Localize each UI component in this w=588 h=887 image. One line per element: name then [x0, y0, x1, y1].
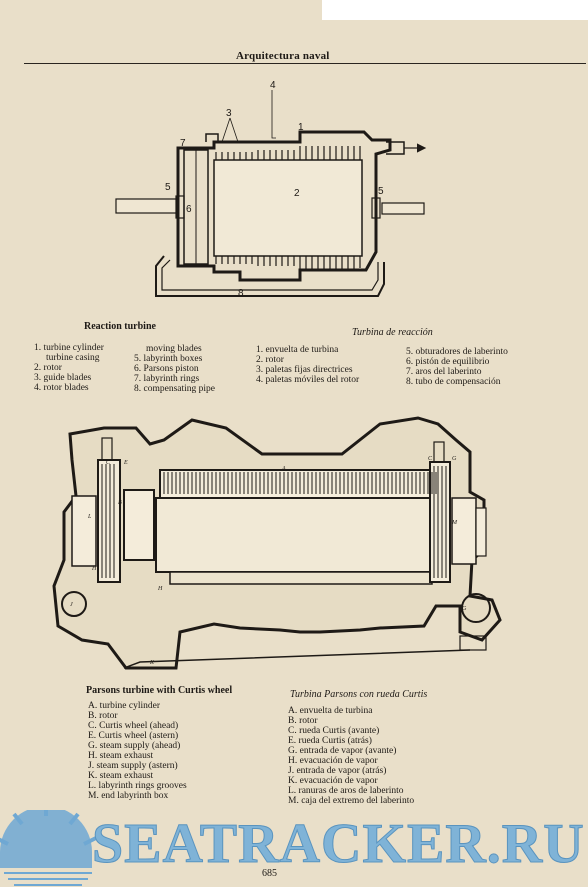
legend-item: 7. aros del laberinto	[406, 367, 482, 377]
legend-item: E. rueda Curtis (atrás)	[288, 736, 372, 746]
legend-item: A. turbine cylinder	[88, 701, 161, 711]
callout-C-left: C	[106, 460, 111, 466]
callout-5-right: 5	[378, 186, 384, 197]
callout-3: 3	[226, 108, 232, 119]
callout-B: B	[118, 500, 122, 506]
legend-item: K. evacuación de vapor	[288, 776, 378, 786]
watermark-text: SEATRACKER.RU	[92, 813, 585, 876]
legend-item: 6. Parsons piston	[134, 364, 199, 374]
callout-E: E	[123, 460, 128, 466]
legend-item: 2. rotor	[256, 355, 284, 365]
legend-item: G. entrada de vapor (avante)	[288, 746, 397, 756]
legend-item: 5. obturadores de laberinto	[406, 347, 508, 357]
legend-item: 8. tubo de compensación	[406, 377, 501, 387]
legend-item: 3. paletas fijas directrices	[256, 365, 353, 375]
callout-7: 7	[180, 138, 186, 149]
legend-item: 1. turbine cylinder	[34, 343, 104, 353]
legend-item: 1. envuelta de turbina	[256, 345, 339, 355]
watermark-sun-logo	[0, 810, 97, 887]
legend-item: H. steam exhaust	[88, 751, 154, 761]
fig2-legend-en: A. turbine cylinder B. rotor C. Curtis w…	[88, 701, 187, 801]
running-header: Arquitectura naval	[236, 50, 330, 62]
fig1-caption-es: Turbina de reacción	[352, 327, 433, 338]
legend-item: A. envuelta de turbina	[288, 706, 373, 716]
callout-K: K	[149, 660, 155, 666]
legend-item: C. Curtis wheel (ahead)	[88, 721, 179, 731]
legend-item: 3. guide blades	[34, 373, 92, 383]
reaction-turbine-diagram: 1 2 3 4 5 5 6 7 8	[115, 80, 427, 299]
callout-H-right: H	[91, 566, 97, 572]
callout-2: 2	[294, 188, 300, 199]
legend-item: C. rueda Curtis (avante)	[288, 726, 380, 736]
legend-item: 6. pistón de equilibrio	[406, 357, 490, 367]
legend-item: moving blades	[146, 344, 202, 354]
fig1-legend-en-col2: moving blades 5. labyrinth boxes 6. Pars…	[134, 344, 215, 394]
legend-item: H. evacuación de vapor	[288, 756, 378, 766]
legend-item: L. ranuras de aros de laberinto	[288, 786, 404, 796]
callout-L: L	[87, 514, 92, 520]
legend-item: B. rotor	[88, 711, 118, 721]
legend-item: L. labyrinth rings grooves	[88, 781, 187, 791]
legend-item: 5. labyrinth boxes	[134, 354, 203, 364]
header-rule	[24, 63, 586, 64]
callout-H-left: H	[157, 586, 163, 592]
callout-6: 6	[186, 204, 192, 215]
legend-item: turbine casing	[46, 353, 100, 363]
callout-M: M	[451, 520, 458, 526]
callout-8: 8	[238, 288, 244, 299]
scan-edge	[322, 0, 588, 20]
fig2-caption-es: Turbina Parsons con rueda Curtis	[290, 689, 428, 700]
legend-item: 2. rotor	[34, 363, 62, 373]
fig1-legend-en-col1: 1. turbine cylinder turbine casing 2. ro…	[34, 343, 104, 393]
callout-5-left: 5	[165, 182, 171, 193]
legend-item: G. steam supply (ahead)	[88, 741, 181, 751]
fig2-legend-es: A. envuelta de turbina B. rotor C. rueda…	[288, 706, 414, 806]
callout-G-lower: G	[462, 606, 467, 612]
legend-item: E. Curtis wheel (astern)	[88, 731, 179, 741]
legend-item: J. steam supply (astern)	[88, 761, 178, 771]
legend-item: 7. labyrinth rings	[134, 374, 200, 384]
legend-item: 8. compensating pipe	[134, 384, 215, 394]
callout-1: 1	[298, 122, 304, 133]
legend-item: M. end labyrinth box	[88, 791, 169, 801]
legend-item: 4. rotor blades	[34, 383, 89, 393]
legend-item: J. entrada de vapor (atrás)	[288, 766, 387, 776]
fig1-legend-es-col1: 1. envuelta de turbina 2. rotor 3. palet…	[256, 345, 359, 385]
callout-A: A	[281, 466, 286, 472]
callout-G-right: G	[452, 456, 457, 462]
fig2-caption-en: Parsons turbine with Curtis wheel	[86, 685, 233, 696]
legend-item: 4. paletas móviles del rotor	[256, 375, 360, 385]
callout-J: J	[70, 602, 73, 608]
callout-C-right: C	[428, 456, 433, 462]
parsons-curtis-diagram: A B C E L M H J K G C G H	[52, 416, 502, 670]
page-number: 685	[262, 868, 277, 879]
callout-4: 4	[270, 80, 276, 91]
legend-item: B. rotor	[288, 716, 318, 726]
legend-item: M. caja del extremo del laberinto	[288, 796, 415, 806]
legend-item: K. steam exhaust	[88, 771, 154, 781]
fig1-legend-es-col2: 5. obturadores de laberinto 6. pistón de…	[406, 347, 508, 387]
fig1-caption-en: Reaction turbine	[84, 321, 156, 332]
